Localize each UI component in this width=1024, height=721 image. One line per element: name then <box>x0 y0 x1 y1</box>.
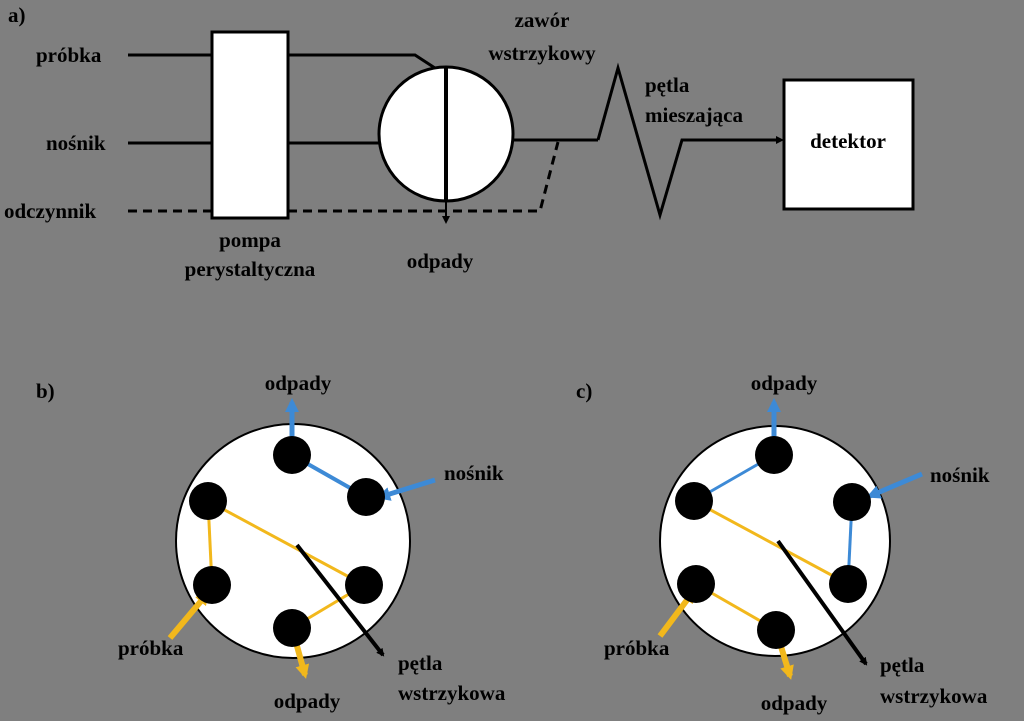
reagent-label: odczynnik <box>4 199 97 223</box>
sample-label: próbka <box>36 43 102 67</box>
port-b-4 <box>273 609 311 647</box>
loop-label-b-line2: wstrzykowa <box>398 681 506 705</box>
panel-b: b) odpady nośnik próbka odpady pętla wst… <box>36 371 506 713</box>
loop-seg-c <box>693 499 849 586</box>
carrier-arrow-b <box>376 477 436 501</box>
loop-label-c-line1: pętla <box>880 653 925 677</box>
reagent-line-to-loop <box>288 141 560 213</box>
port-b-1 <box>273 436 311 474</box>
carrier-label-b: nośnik <box>444 461 504 485</box>
loop-label-line1: pętla <box>645 73 690 97</box>
loop-label-c-line2: wstrzykowa <box>880 684 988 708</box>
waste-top-label-c: odpady <box>751 371 818 395</box>
port-c-5 <box>677 565 715 603</box>
port-c-6 <box>675 482 713 520</box>
panel-c: c) odpady nośnik próbka odpady pętla wst… <box>576 371 990 715</box>
pump-label-line1: pompa <box>219 228 281 252</box>
panel-c-letter: c) <box>576 379 592 403</box>
port-c-3 <box>829 565 867 603</box>
carrier-label-c: nośnik <box>930 463 990 487</box>
detector-box <box>782 78 915 211</box>
waste-bottom-label-b: odpady <box>274 689 341 713</box>
port-c-4 <box>757 611 795 649</box>
port-b-5 <box>193 566 231 604</box>
valve-label-line1: zawór <box>515 8 570 32</box>
valve-label-line2: wstrzykowy <box>488 41 596 65</box>
carrier-arrow-c <box>866 471 923 499</box>
detector-label: detektor <box>810 129 886 153</box>
carrier-label: nośnik <box>46 131 106 155</box>
peristaltic-pump <box>210 30 290 220</box>
loop-label-b-line1: pętla <box>398 651 443 675</box>
port-b-2 <box>347 478 385 516</box>
port-c-2 <box>833 483 871 521</box>
panel-b-letter: b) <box>36 379 55 403</box>
sample-label-c: próbka <box>604 636 670 660</box>
port-c-1 <box>755 436 793 474</box>
waste-top-label-b: odpady <box>265 371 332 395</box>
mixing-loop <box>596 62 780 221</box>
waste-bottom-label-c: odpady <box>761 691 828 715</box>
sample-label-b: próbka <box>118 636 184 660</box>
port-b-6 <box>189 482 227 520</box>
sample-arrow-b <box>167 590 210 640</box>
loop-pointer-c <box>776 539 868 666</box>
panel-a-letter: a) <box>8 3 26 27</box>
pump-label-line2: perystaltyczna <box>185 257 316 281</box>
panel-a: a) próbka nośnik odczynnik pompa perysta… <box>4 3 915 281</box>
sample-line-to-valve <box>288 53 439 72</box>
port-b-3 <box>345 566 383 604</box>
loop-seg2-b <box>207 499 365 587</box>
loop-label-line2: mieszająca <box>645 103 743 127</box>
waste-label-a: odpady <box>407 249 474 273</box>
loop-pointer-b <box>295 543 385 657</box>
